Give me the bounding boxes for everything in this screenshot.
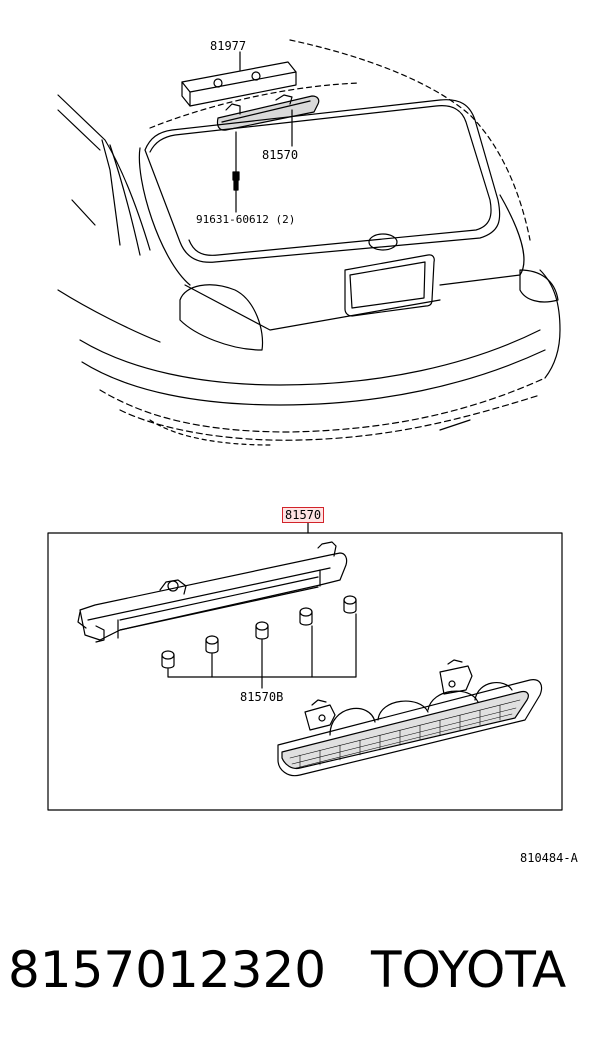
cover-81977-illustration	[181, 51, 297, 107]
screw-illustration	[232, 171, 240, 213]
label-81570-highlighted[interactable]: 81570	[282, 507, 325, 523]
detail-box	[47, 520, 563, 811]
car-rear-illustration	[57, 39, 561, 446]
lamp-81570-upper-illustration	[216, 94, 320, 173]
label-ref-code: 810484-A	[520, 851, 578, 865]
label-bulb-81570b: 81570B	[240, 690, 284, 704]
lamp-assembly-illustration	[277, 659, 543, 777]
part-number: 8157012320	[8, 941, 327, 999]
label-81570-upper: 81570	[262, 148, 299, 162]
bracket-illustration	[77, 541, 348, 643]
bulbs-illustration	[161, 595, 357, 689]
label-screw: 91631-60612 (2)	[196, 213, 296, 226]
label-81977: 81977	[210, 39, 247, 53]
brand-name: TOYOTA	[371, 941, 567, 999]
